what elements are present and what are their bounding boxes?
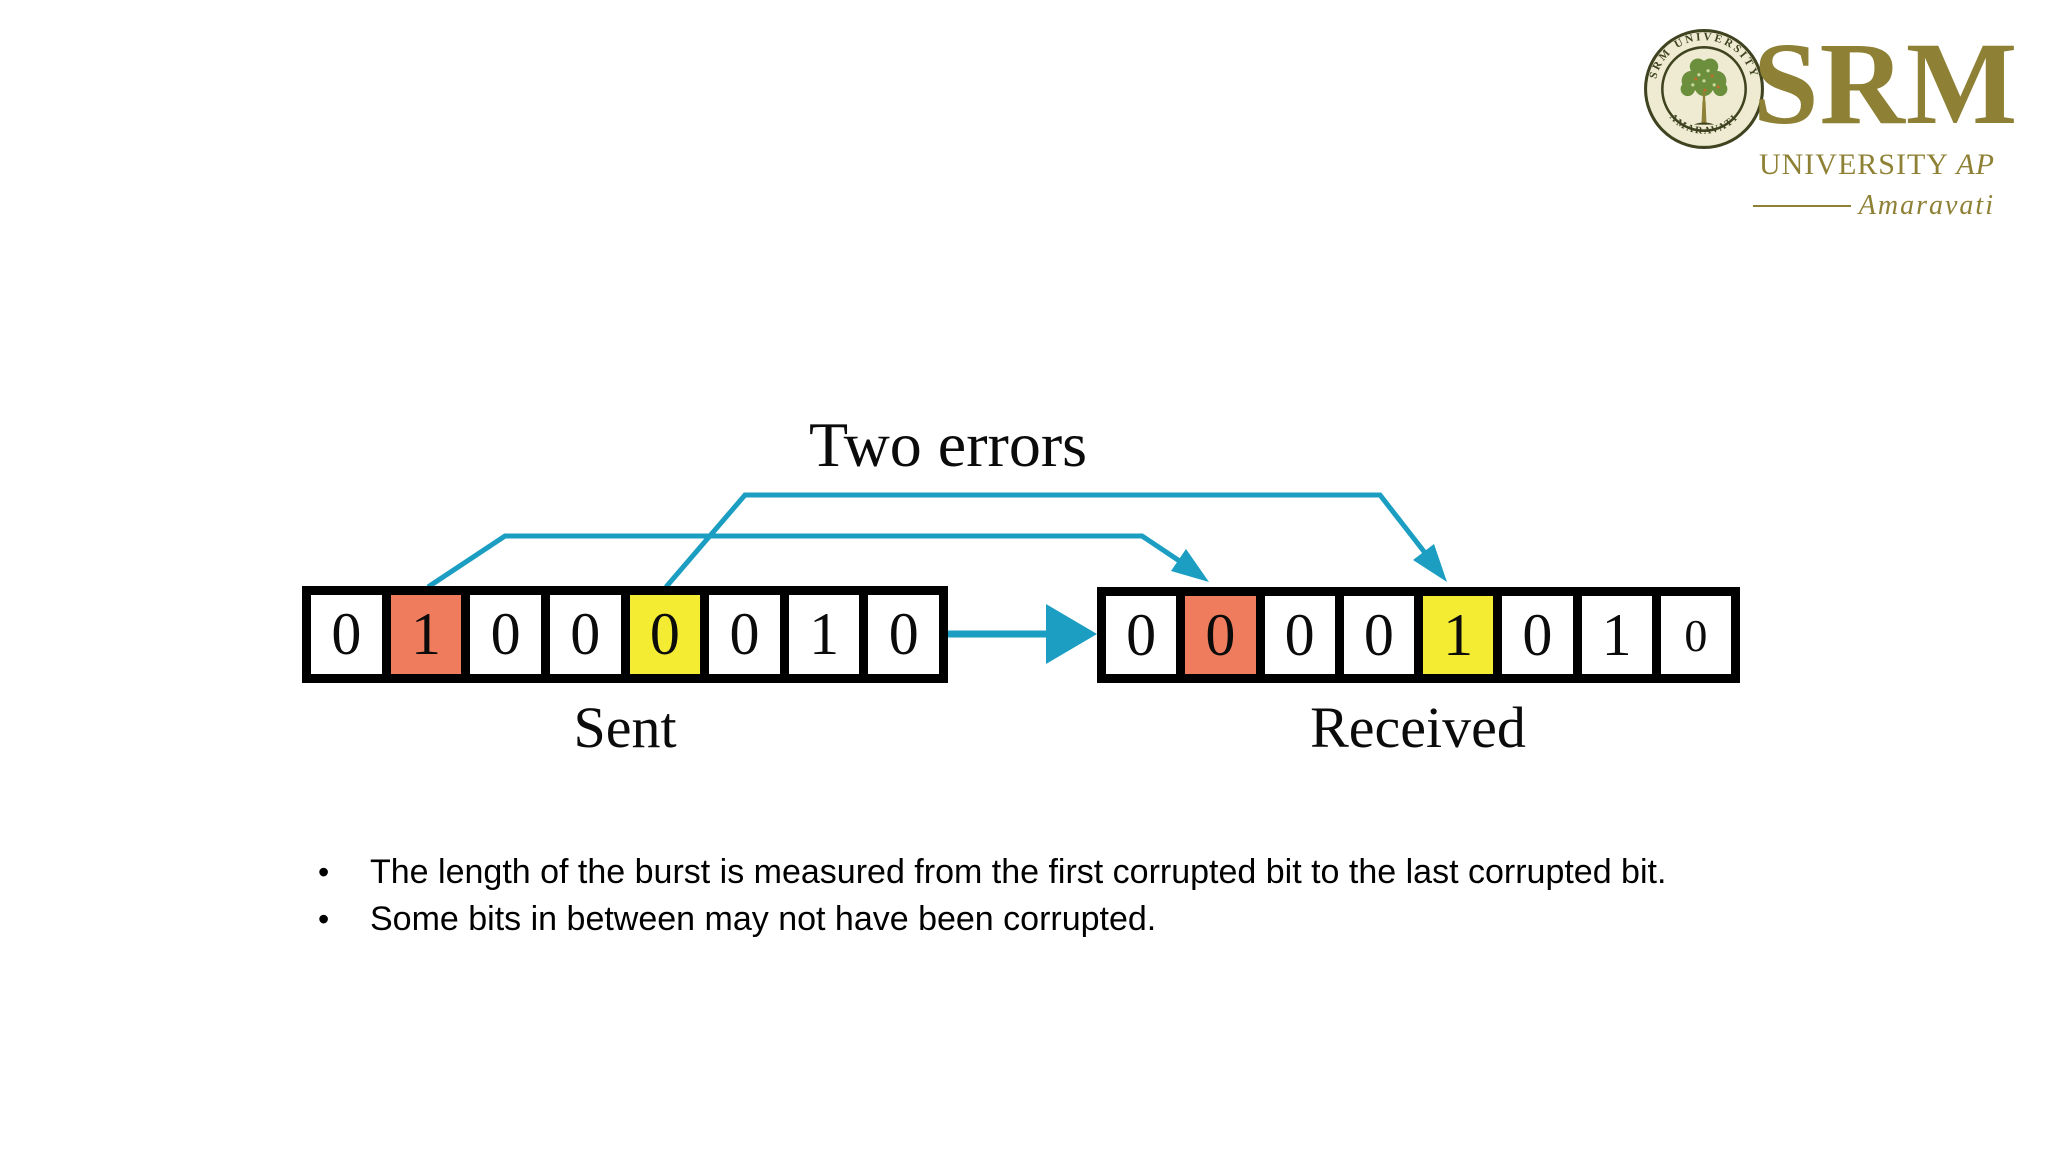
logo-university-text: UNIVERSITY AP: [1753, 148, 1995, 182]
bit-cell: 0: [1264, 596, 1335, 674]
bit-cell: 0: [1660, 596, 1731, 674]
bit-cell: 0: [549, 595, 621, 674]
bit-cell: 0: [709, 595, 780, 674]
university-seal-icon: SRM UNIVERSITY AMARAVATI: [1644, 29, 1764, 149]
note-item-bits-between: Some bits in between may not have been c…: [310, 896, 1772, 943]
university-logo: SRM UNIVERSITY AMARAVATI: [1643, 18, 2019, 221]
bit-cell: 1: [788, 595, 860, 674]
logo-ap-word: AP: [1956, 147, 1995, 181]
bit-cell: 0: [1343, 596, 1414, 674]
bit-cell: 0: [311, 595, 382, 674]
bit-cell: 0: [470, 595, 541, 674]
logo-university-word: UNIVERSITY: [1758, 147, 1957, 181]
logo-rule: [1753, 204, 1851, 207]
received-label: Received: [1310, 695, 1526, 760]
logo-tagline: Amaravati: [1858, 189, 1995, 221]
logo-brand-text: SRM: [1753, 18, 2019, 149]
bit-cell-corrupted: 0: [1185, 596, 1256, 674]
bit-cell-corrupted: 1: [1423, 596, 1494, 674]
sent-label: Sent: [573, 695, 677, 760]
bit-cell: 0: [1502, 596, 1573, 674]
bit-cell: 1: [1581, 596, 1652, 674]
seal-tree-icon: [1680, 58, 1728, 125]
bit-cell-corrupted: 1: [390, 595, 462, 674]
note-item-burst-length: The length of the burst is measured from…: [310, 849, 1772, 896]
bit-cell: 0: [1106, 596, 1177, 674]
bit-cell-corrupted: 0: [629, 595, 701, 674]
notes-list: The length of the burst is measured from…: [310, 849, 1772, 943]
bit-cell: 0: [868, 595, 939, 674]
diagram-title: Two errors: [808, 409, 1088, 480]
